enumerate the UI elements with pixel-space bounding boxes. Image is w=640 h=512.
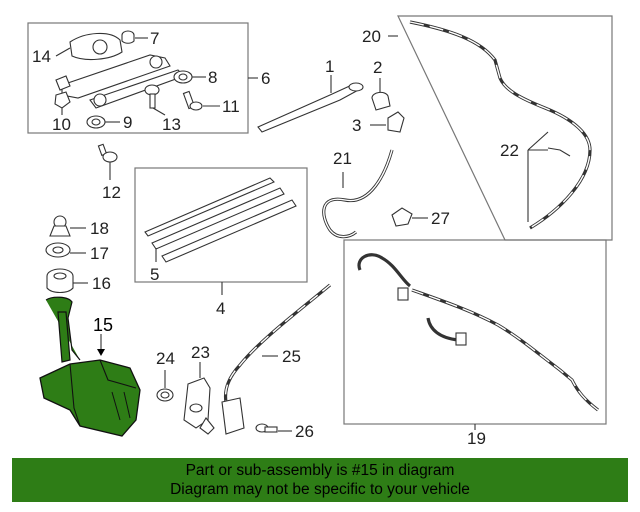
callout-21: 21 (333, 149, 352, 168)
hose-box-lower (343, 239, 607, 425)
cover-3 (387, 111, 405, 133)
seal-17 (45, 242, 71, 258)
callout-11: 11 (222, 97, 240, 116)
bushing-8 (173, 70, 193, 84)
callout-14: 14 (32, 47, 51, 66)
callout-17: 17 (90, 244, 109, 263)
callout-26: 26 (295, 422, 314, 441)
hose-box-upper (397, 15, 613, 241)
cap-2 (371, 91, 391, 111)
grommet-16 (46, 268, 74, 294)
callout-3: 3 (352, 116, 361, 135)
washer-reservoir-15 (39, 296, 141, 437)
callout-22: 22 (500, 141, 519, 160)
hose-25 (221, 283, 332, 435)
callout-27: 27 (431, 209, 450, 228)
nozzle-27 (391, 207, 413, 227)
banner-line-2: Diagram may not be specific to your vehi… (170, 481, 470, 498)
callout-7: 7 (150, 29, 159, 48)
banner-line-1: Part or sub-assembly is #15 in diagram (185, 462, 455, 479)
callout-10: 10 (52, 115, 71, 134)
grommet-7 (121, 30, 135, 44)
callout-8: 8 (208, 68, 217, 87)
screw-26 (255, 423, 278, 433)
clip-18 (49, 215, 71, 237)
bolt-11 (182, 90, 203, 111)
clip-10 (54, 91, 71, 109)
callout-25: 25 (282, 347, 301, 366)
grommet-24 (156, 388, 174, 402)
bolt-13 (144, 84, 160, 109)
callout-12: 12 (102, 183, 121, 202)
wiper-linkage (55, 32, 185, 109)
callout-20: 20 (362, 27, 381, 46)
callout-6: 6 (261, 69, 270, 88)
blade-box (134, 167, 308, 283)
highlight-banner: Part or sub-assembly is #15 in diagram D… (12, 458, 628, 502)
callout-1: 1 (325, 57, 334, 76)
pump-23 (183, 377, 215, 435)
callout-18: 18 (90, 219, 109, 238)
bolt-12 (97, 143, 118, 163)
callout-16: 16 (92, 274, 111, 293)
hose-21 (322, 149, 394, 239)
callout-13: 13 (162, 115, 181, 134)
callout-9: 9 (123, 113, 132, 132)
callout-24: 24 (156, 349, 175, 368)
callout-5: 5 (150, 265, 159, 284)
wiper-arm-1 (257, 82, 364, 133)
callout-15: 15 (93, 315, 113, 335)
callout-23: 23 (191, 343, 210, 362)
wiper-blades (144, 177, 297, 263)
callout-2: 2 (373, 58, 382, 77)
bushing-9 (86, 115, 106, 129)
rear-washer-hose (409, 20, 592, 230)
callout-4: 4 (216, 299, 225, 318)
callout-19: 19 (467, 429, 486, 448)
washer-hose-19 (357, 253, 599, 412)
